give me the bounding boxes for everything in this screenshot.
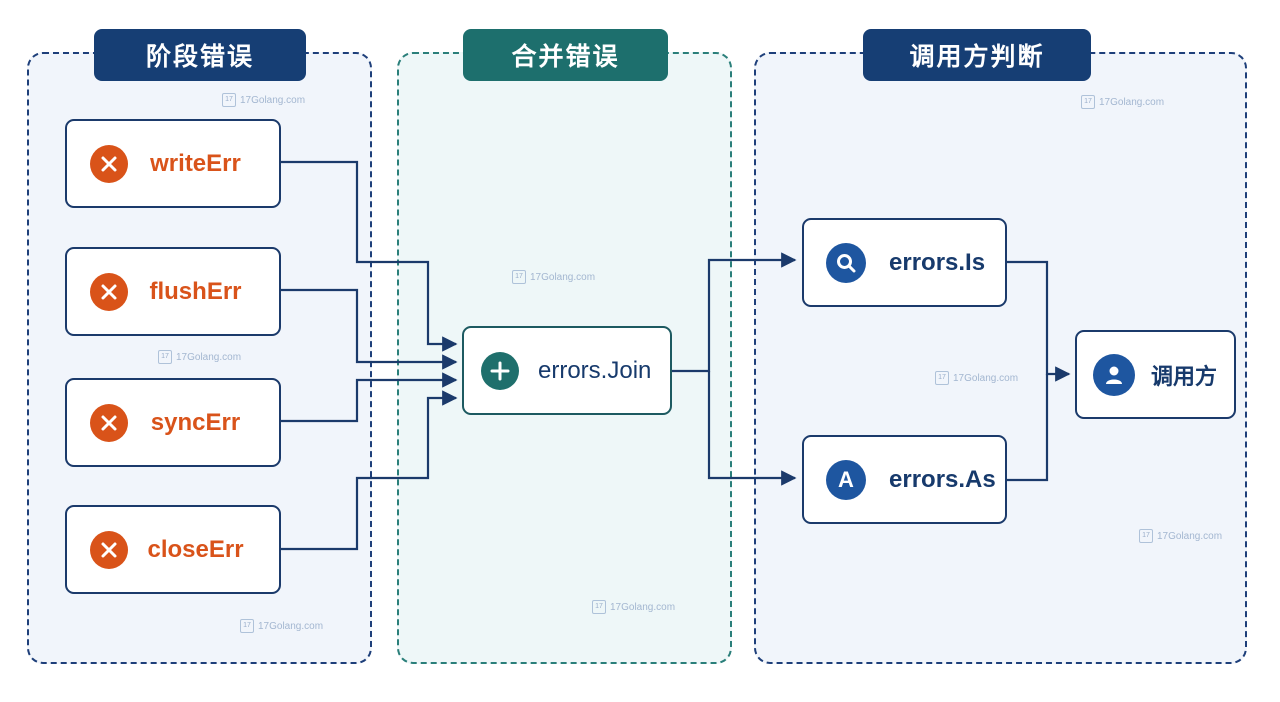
errors-as-node: A errors.As (802, 435, 1007, 524)
flush-err-node: flushErr (65, 247, 281, 336)
sync-err-label: syncErr (150, 408, 241, 436)
close-circle-icon (90, 530, 128, 569)
watermark-logo-icon: 17 (1139, 529, 1153, 543)
connector-join-to-as (707, 371, 797, 486)
connector-as-to-caller (1007, 374, 1049, 482)
sync-err-node: syncErr (65, 378, 281, 467)
errors-is-node: errors.Is (802, 218, 1007, 307)
errors-as-label: errors.As (889, 465, 996, 493)
watermark-logo-icon: 17 (592, 600, 606, 614)
errors-join-label: errors.Join (538, 356, 652, 384)
flush-err-label: flushErr (149, 277, 242, 305)
stage-errors-title: 阶段错误 (94, 29, 306, 81)
search-icon (826, 242, 866, 283)
watermark-logo-icon: 17 (512, 270, 526, 284)
letter-a-icon: A (826, 459, 866, 500)
watermark-logo-icon: 17 (158, 350, 172, 364)
watermark-logo-icon: 17 (1081, 95, 1095, 109)
errors-is-label: errors.Is (889, 248, 986, 276)
caller-check-title: 调用方判断 (863, 29, 1091, 81)
merge-errors-title: 合并错误 (463, 29, 668, 81)
close-err-node: closeErr (65, 505, 281, 594)
connector-is-to-caller (1007, 260, 1071, 382)
caller-label: 调用方 (1151, 364, 1218, 390)
close-circle-icon (90, 272, 128, 311)
write-err-label: writeErr (150, 149, 241, 177)
close-err-label: closeErr (147, 535, 244, 563)
plus-circle-icon (481, 351, 519, 390)
watermark-logo-icon: 17 (935, 371, 949, 385)
connector-closeerr-to-join (281, 390, 458, 551)
user-icon (1093, 353, 1135, 396)
connector-writeerr-to-join (281, 160, 458, 352)
close-circle-icon (90, 144, 128, 183)
caller-node: 调用方 (1075, 330, 1236, 419)
connector-syncerr-to-join (281, 372, 458, 423)
watermark-logo-icon: 17 (240, 619, 254, 633)
close-circle-icon (90, 403, 128, 442)
watermark-logo-icon: 17 (222, 93, 236, 107)
connector-flusherr-to-join (281, 288, 458, 370)
connector-join-to-is (672, 252, 797, 373)
write-err-node: writeErr (65, 119, 281, 208)
errors-join-node: errors.Join (462, 326, 672, 415)
